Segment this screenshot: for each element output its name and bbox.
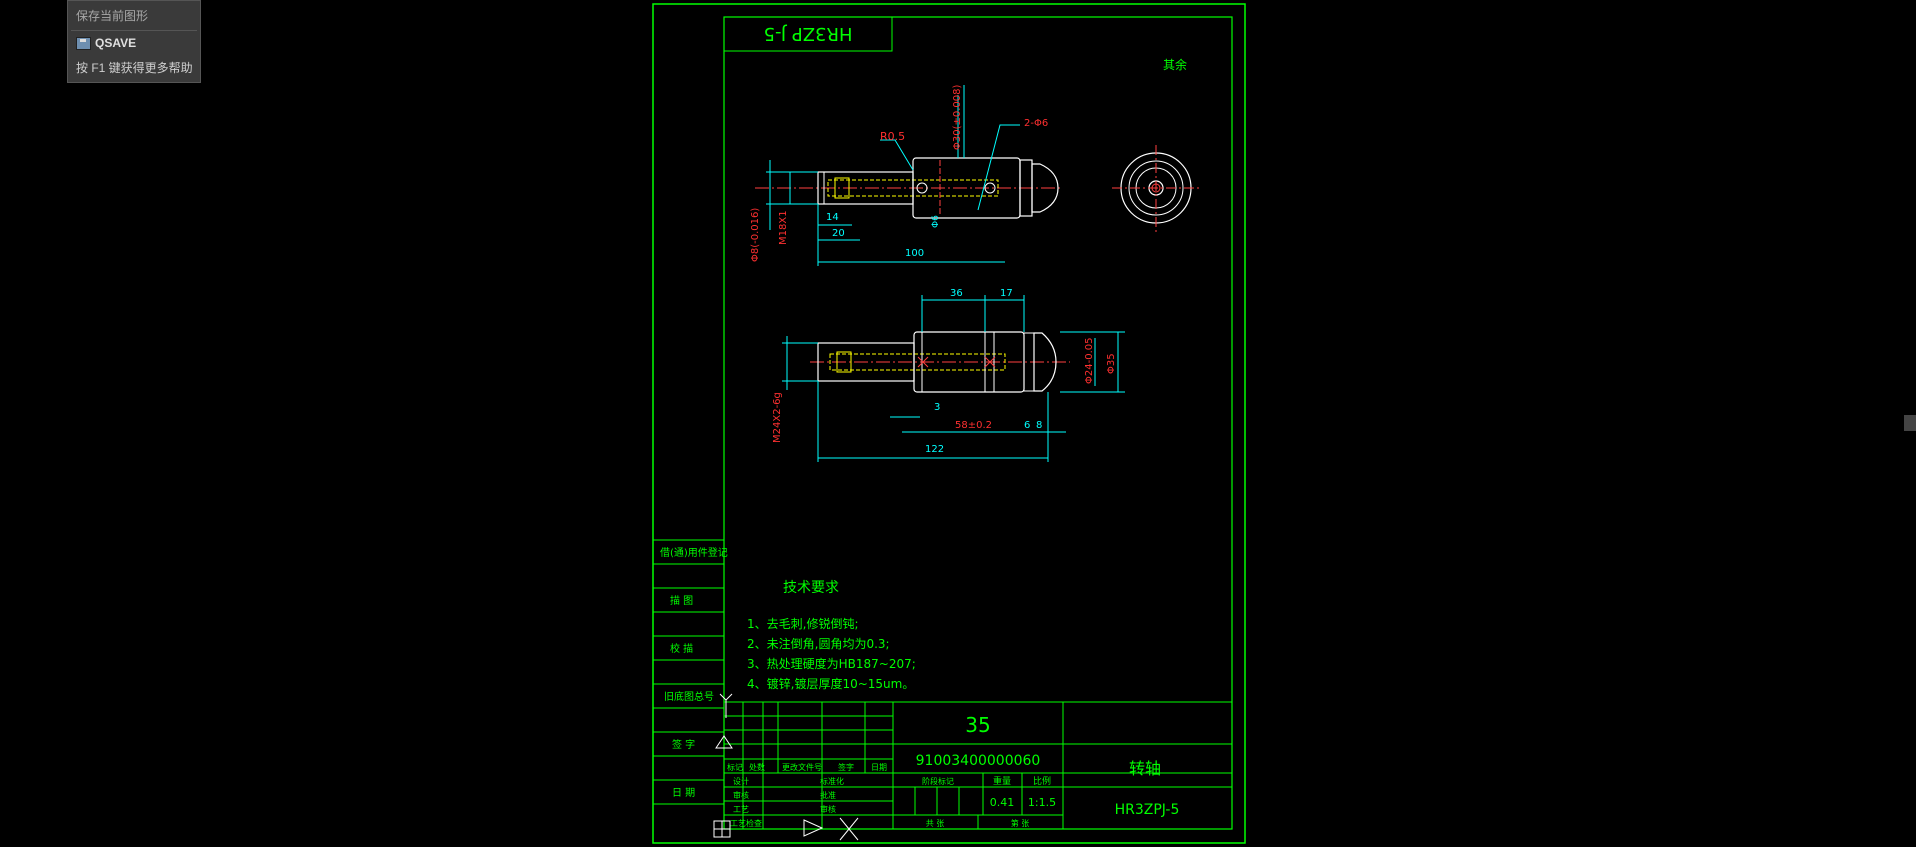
person-role: 标准化 xyxy=(820,776,844,786)
weight-value: 0.41 xyxy=(990,796,1015,809)
dim-holes: 2-Φ6 xyxy=(1024,118,1048,129)
sheet-outer-border xyxy=(652,3,1246,844)
dim-diam-main: Φ30(±0.008) xyxy=(952,84,963,150)
title-block: 标记 处数 更改文件号 签字 日期 设计 审核 工艺 标准化 批准 审核 工艺检… xyxy=(724,701,1232,829)
dim-thread-top: M18X1 xyxy=(778,210,789,245)
person-role: 工艺 xyxy=(733,805,749,814)
tech-title: 技术要求 xyxy=(783,580,839,596)
top-head xyxy=(1031,163,1059,213)
tooltip-command: QSAVE xyxy=(76,36,136,50)
tooltip-help-text: 按 F1 键获得更多帮助 xyxy=(76,61,193,75)
dim-58: 58±0.2 xyxy=(955,420,992,431)
tech-item: 2、未注倒角,圆角均为0.3; xyxy=(747,636,890,651)
dim-36: 36 xyxy=(950,288,963,299)
material: 35 xyxy=(965,713,990,737)
person-role: 批准 xyxy=(820,790,836,800)
dim-122: 122 xyxy=(925,444,944,455)
side-label: 日 期 xyxy=(672,787,695,799)
side-label: 校 描 xyxy=(670,642,693,655)
dim-8: 8 xyxy=(1036,420,1042,431)
command-tooltip: 保存当前图形 QSAVE 按 F1 键获得更多帮助 xyxy=(67,0,201,83)
part-code: 91003400000060 xyxy=(916,753,1041,769)
person-role: 审核 xyxy=(820,804,836,814)
sheet-total: 共 张 xyxy=(926,819,945,828)
tooltip-title: 保存当前图形 xyxy=(76,9,149,23)
cursor-crosshair-icon xyxy=(803,817,859,841)
part-name: 转轴 xyxy=(1129,759,1161,778)
dim-3: 3 xyxy=(934,402,940,413)
dim-thread-bottom: M24X2-6g xyxy=(772,392,783,443)
side-strip: 借(通)用件登记 描 图 校 描 旧底图总号 签 字 日 期 xyxy=(653,539,728,805)
rev-header: 标记 xyxy=(727,762,743,772)
dim-6: 6 xyxy=(1024,420,1030,431)
tech-item: 3、热处理硬度为HB187~207; xyxy=(747,656,916,671)
scale-value: 1:1.5 xyxy=(1028,796,1056,809)
dim-fillet: R0.5 xyxy=(880,130,905,143)
person-role: 设计 xyxy=(733,776,749,786)
person-role: 工艺检查 xyxy=(730,818,762,828)
side-label: 签 字 xyxy=(672,738,695,751)
tech-item: 1、去毛刺,修锐倒钝; xyxy=(747,616,859,631)
dim-diam-24: Φ24-0.05 xyxy=(1084,338,1095,384)
tooltip-command-label: QSAVE xyxy=(95,36,137,50)
dim-100: 100 xyxy=(905,248,924,259)
stamp-box xyxy=(723,16,893,52)
weight-label: 重量 xyxy=(993,775,1011,787)
dim-diam-small: Φ6 xyxy=(931,215,941,228)
rev-header: 更改文件号 xyxy=(782,762,822,772)
side-label: 旧底图总号 xyxy=(664,690,714,703)
rev-header: 日期 xyxy=(871,763,887,772)
sheet-number: 第 张 xyxy=(1011,818,1030,828)
vertical-scrollbar-thumb[interactable] xyxy=(1904,415,1916,431)
dim-14: 14 xyxy=(826,212,839,223)
save-disk-icon xyxy=(76,36,91,50)
drawing-number: HR3ZPJ-5 xyxy=(1115,802,1180,818)
scale-label: 比例 xyxy=(1033,775,1051,787)
ucs-icon xyxy=(713,693,733,838)
dim-20: 20 xyxy=(832,228,845,239)
person-role: 审核 xyxy=(733,790,749,800)
tooltip-divider xyxy=(71,30,197,31)
tech-item: 4、镀锌,镀层厚度10~15um。 xyxy=(747,676,914,691)
stage-label: 阶段标记 xyxy=(922,776,954,786)
side-label: 描 图 xyxy=(670,594,693,607)
remainder-note: 其余 xyxy=(1163,57,1187,72)
dim-17: 17 xyxy=(1000,288,1013,299)
top-view: R0.5 Φ30(±0.008) 2-Φ6 14 20 100 M18X1 Φ8… xyxy=(750,84,1060,266)
stamp-text: HR3ZP J-5 xyxy=(763,23,852,44)
end-view xyxy=(1112,145,1200,232)
side-label: 借(通)用件登记 xyxy=(660,546,728,559)
rev-header: 处数 xyxy=(749,762,765,772)
dim-diam-left: Φ8(-0.016) xyxy=(750,208,761,262)
dim-diam-35: Φ35 xyxy=(1106,353,1117,374)
rev-header: 签字 xyxy=(838,762,854,772)
bottom-view: 36 17 3 58±0.2 6 8 122 M24X2-6g Φ24-0.05… xyxy=(772,288,1125,462)
